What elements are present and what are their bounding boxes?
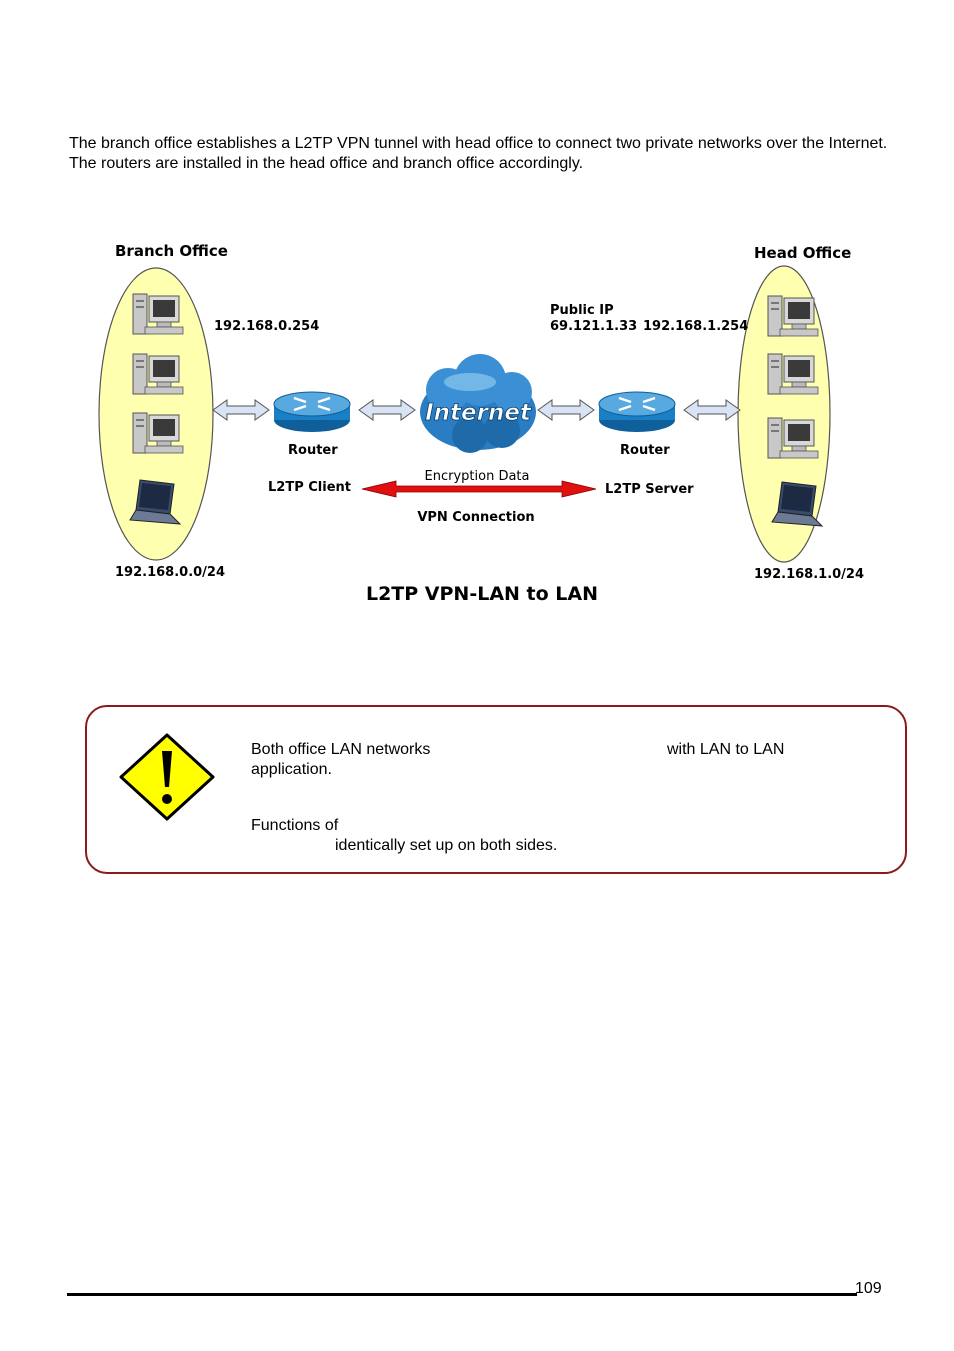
warning-icon [119,733,215,821]
head-subnet: 192.168.1.0/24 [754,567,864,582]
note-box [85,705,907,874]
branch-subnet: 192.168.0.0/24 [115,565,225,580]
head-router-icon [597,390,677,434]
head-pc-icon [767,417,819,459]
branch-pc-icon [132,293,184,335]
note-line-4: identically set up on both sides. [335,837,558,854]
l2tp-server-label: L2TP Server [605,482,694,497]
head-gateway-ip: 192.168.1.254 [643,319,748,334]
diagram-caption: L2TP VPN-LAN to LAN [366,583,598,605]
branch-office-title: Branch Office [115,242,228,260]
branch-pc-icon [132,412,184,454]
l2tp-client-label: L2TP Client [268,480,351,495]
note-line-3: Functions of [251,817,339,834]
internet-cloud-icon [420,354,536,453]
internet-label: Internet [425,400,532,426]
head-office-title: Head Office [754,244,851,262]
link-arrow-icon [683,399,741,421]
note-line-1a: Both office LAN networks [251,741,431,758]
branch-router-icon [272,390,352,434]
public-ip-value: 69.121.1.33 [550,319,637,334]
intro-paragraph: The branch office establishes a L2TP VPN… [69,135,888,172]
vpn-tunnel-arrow [361,480,597,498]
note-line-2: application. [251,761,332,778]
head-pc-icon [767,353,819,395]
head-router-label: Router [620,443,670,458]
branch-gateway-ip: 192.168.0.254 [214,319,319,334]
public-ip-label: Public IP [550,303,614,318]
branch-pc-icon [132,353,184,395]
note-line-1b: with LAN to LAN [667,741,785,758]
page-number: 109 [855,1280,882,1297]
encryption-data-label: Encryption Data [425,469,530,484]
branch-router-label: Router [288,443,338,458]
branch-lan-ellipse [98,267,214,561]
vpn-connection-label: VPN Connection [417,510,534,525]
link-arrow-icon [212,399,270,421]
head-pc-icon [767,295,819,337]
footer-rule [67,1293,857,1296]
link-arrow-icon [537,399,595,421]
link-arrow-icon [358,399,416,421]
vpn-diagram: Branch Office 192.168.0.254 192.168.0.0/… [98,242,864,605]
